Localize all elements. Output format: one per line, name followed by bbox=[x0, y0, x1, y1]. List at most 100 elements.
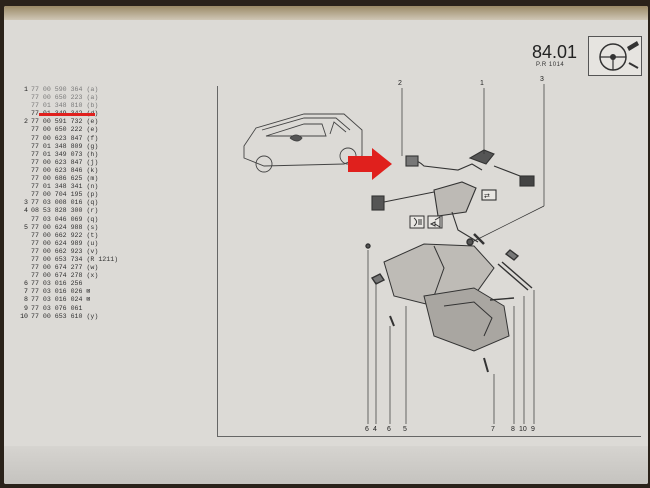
part-ref-number: 8 bbox=[24, 296, 28, 304]
page-reference: P.R 1014 bbox=[536, 62, 565, 68]
part-note: (h) bbox=[86, 150, 99, 158]
callout-2: 2 bbox=[398, 80, 402, 87]
parts-list-row: 77 01 348 341(n) bbox=[18, 183, 198, 191]
part-note: (w) bbox=[86, 264, 99, 272]
callout-10: 10 bbox=[519, 426, 527, 433]
part-number: 77 00 590 364 bbox=[31, 86, 83, 93]
headlight-icon bbox=[409, 215, 425, 229]
red-arrow-icon bbox=[348, 148, 392, 180]
callout-5: 5 bbox=[403, 426, 407, 433]
callout-4: 4 bbox=[373, 426, 377, 433]
steering-wheel-icon bbox=[588, 36, 642, 76]
part-number: 77 03 016 026 bbox=[31, 288, 83, 296]
callout-8: 8 bbox=[511, 426, 515, 433]
part-number: 77 00 662 923 bbox=[31, 247, 83, 255]
part-number: 77 00 623 846 bbox=[31, 166, 83, 174]
part-number: 77 03 016 024 bbox=[31, 296, 83, 304]
exploded-diagram: ⇄ bbox=[243, 84, 545, 424]
part-number: 77 01 348 341 bbox=[31, 183, 83, 191]
red-highlight-underline bbox=[39, 113, 95, 116]
part-note: (p) bbox=[86, 191, 99, 199]
parts-list-row: 77 01 348 809(g) bbox=[18, 143, 198, 151]
part-ref-number: 2 bbox=[24, 118, 28, 126]
part-ref-number: 5 bbox=[24, 223, 28, 231]
part-number: 77 01 348 809 bbox=[31, 142, 83, 150]
parts-list-row: 77 00 624 989(u) bbox=[18, 240, 198, 248]
part-note: (a) bbox=[86, 86, 99, 93]
part-note: (f) bbox=[86, 134, 99, 142]
part-number: 08 53 828 300 bbox=[31, 207, 83, 215]
part-note: (t) bbox=[86, 231, 99, 239]
part-note: ⊠ bbox=[86, 288, 91, 296]
parts-list-row: 77 03 046 069(q) bbox=[18, 216, 198, 224]
part-number: 77 00 623 847 bbox=[31, 158, 83, 166]
part-note: (n) bbox=[86, 183, 99, 191]
callout-6b: 6 bbox=[387, 426, 391, 433]
car-illustration bbox=[243, 113, 363, 173]
part-note: (e) bbox=[86, 118, 99, 126]
part-note: (q) bbox=[86, 215, 99, 223]
svg-text:⇄: ⇄ bbox=[484, 193, 490, 200]
part-note: (j) bbox=[86, 158, 99, 166]
parts-list-row: 77 00 653 734(R 1211) bbox=[18, 256, 198, 264]
page-fold bbox=[4, 6, 648, 20]
part-number: 77 01 348 810 bbox=[31, 102, 83, 110]
part-note: (e) bbox=[86, 126, 99, 134]
horn-icon bbox=[427, 215, 443, 229]
parts-list-row: 77 00 704 195(p) bbox=[18, 191, 198, 199]
part-number: 77 03 016 256 bbox=[31, 280, 83, 288]
part-number: 77 00 653 734 bbox=[31, 255, 83, 263]
parts-list-row: 77 00 662 922(t) bbox=[18, 232, 198, 240]
page-bottom-edge bbox=[4, 446, 648, 484]
diagram-frame bbox=[217, 86, 641, 437]
part-note: (y) bbox=[86, 312, 99, 320]
parts-list-row: 77 01 349 073(h) bbox=[18, 151, 198, 159]
part-number: 77 00 686 625 bbox=[31, 175, 83, 183]
part-note: (g) bbox=[86, 142, 99, 150]
part-note: (b) bbox=[86, 102, 99, 110]
part-number: 77 01 349 073 bbox=[31, 150, 83, 158]
part-note: (r) bbox=[86, 207, 99, 215]
parts-list-row: 77 00 623 847(f) bbox=[18, 135, 198, 143]
part-ref-number: 4 bbox=[24, 207, 28, 215]
part-note: (k) bbox=[86, 166, 99, 174]
callout-9: 9 bbox=[531, 426, 535, 433]
parts-list-row: 77 00 650 223(a) bbox=[18, 94, 198, 102]
parts-list-row: 77 00 623 847(j) bbox=[18, 159, 198, 167]
parts-list-row: 77 00 650 222(e) bbox=[18, 126, 198, 134]
part-number: 77 00 704 195 bbox=[31, 191, 83, 199]
part-note: (s) bbox=[86, 223, 99, 231]
part-note: (R 1211) bbox=[86, 255, 119, 263]
part-ref-number: 1 bbox=[24, 86, 28, 93]
part-ref-number: 3 bbox=[24, 199, 28, 207]
part-note: (x) bbox=[86, 272, 99, 280]
part-number: 77 00 623 847 bbox=[31, 134, 83, 142]
parts-list-row: 77 00 623 846(k) bbox=[18, 167, 198, 175]
part-number: 77 03 008 016 bbox=[31, 199, 83, 207]
part-number: 77 00 653 610 bbox=[31, 312, 83, 320]
part-number: 77 00 650 222 bbox=[31, 126, 83, 134]
part-number: 77 00 624 989 bbox=[31, 239, 83, 247]
part-number: 77 00 674 278 bbox=[31, 272, 83, 280]
parts-list-row: 77 01 348 810(b) bbox=[18, 102, 198, 110]
part-number: 77 00 591 732 bbox=[31, 118, 83, 126]
part-note: (m) bbox=[86, 175, 99, 183]
part-note: (q) bbox=[86, 199, 99, 207]
part-ref-number: 7 bbox=[24, 288, 28, 296]
parts-list-row: 77 00 674 277(w) bbox=[18, 264, 198, 272]
parts-list-row: 77 00 662 923(v) bbox=[18, 248, 198, 256]
part-note: ⊠ bbox=[86, 296, 91, 304]
part-number: 77 00 650 223 bbox=[31, 94, 83, 102]
part-number: 77 00 674 277 bbox=[31, 264, 83, 272]
callout-1: 1 bbox=[480, 80, 484, 87]
parts-list-row: 77 00 674 278(x) bbox=[18, 272, 198, 280]
callout-3: 3 bbox=[540, 76, 544, 83]
